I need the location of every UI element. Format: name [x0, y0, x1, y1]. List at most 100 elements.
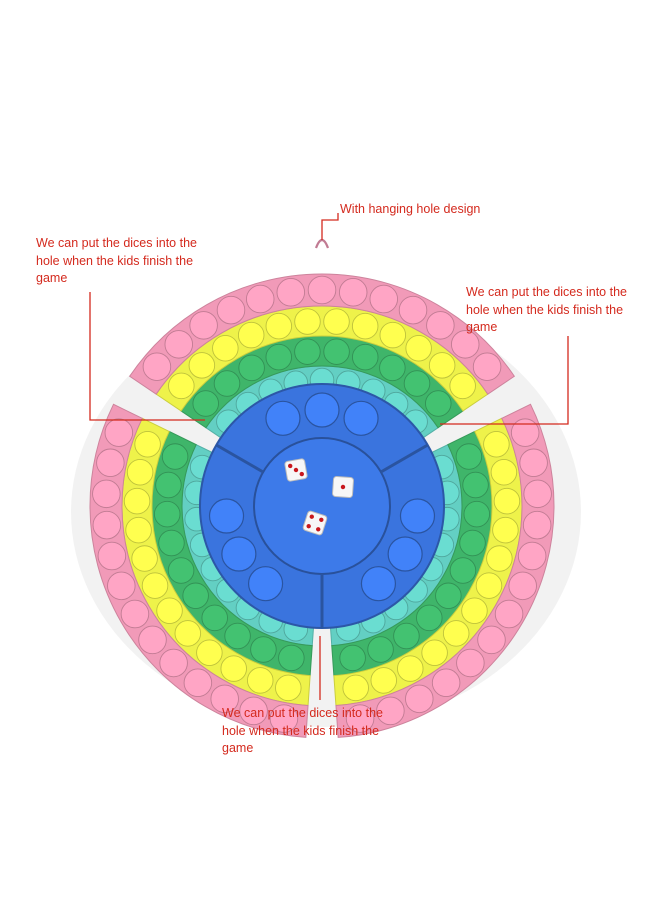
bubble	[379, 321, 407, 349]
bubble	[164, 330, 194, 359]
bubble	[486, 545, 513, 572]
bubble	[483, 430, 510, 458]
bubble	[345, 704, 375, 733]
rainbow-pop-it-board	[71, 238, 581, 738]
die-pip	[309, 514, 314, 519]
bubble	[158, 529, 185, 557]
big-bubble	[221, 536, 257, 572]
die-pip	[340, 484, 346, 490]
bubble	[351, 312, 379, 340]
bubble	[275, 674, 302, 702]
hanging-loop	[314, 238, 330, 249]
bubble	[92, 510, 122, 540]
bubble	[405, 335, 432, 362]
petal-top	[128, 273, 516, 445]
bubble	[237, 321, 265, 349]
bubble	[212, 335, 239, 362]
bubble	[456, 648, 485, 678]
bubble	[138, 625, 167, 655]
divider-ridge	[215, 443, 264, 474]
big-bubble	[304, 392, 340, 428]
die	[332, 476, 354, 498]
bubble	[338, 278, 368, 307]
dice-tray	[253, 437, 391, 575]
bubble	[449, 372, 476, 400]
hanging-hole-leader	[321, 213, 339, 240]
bubble	[213, 370, 241, 397]
bubble	[492, 516, 519, 544]
bubble	[126, 459, 154, 486]
big-bubble	[399, 498, 436, 534]
bubble	[323, 308, 350, 335]
bubble	[153, 500, 181, 528]
die	[284, 458, 308, 482]
bubble	[403, 370, 431, 397]
bubble	[519, 448, 548, 478]
bubble	[245, 284, 275, 314]
right-note-leader	[440, 336, 569, 425]
bubble	[517, 541, 547, 571]
bubble	[475, 572, 503, 599]
bubble	[416, 604, 443, 632]
bubble	[370, 667, 398, 694]
big-bubble	[343, 400, 379, 436]
bubble	[134, 430, 161, 458]
left-note-leader	[89, 292, 205, 421]
bubble	[397, 655, 424, 682]
bubble	[367, 636, 394, 663]
hanging-hole-label: With hanging hole design	[340, 202, 481, 216]
bubble	[201, 604, 228, 632]
bubble	[183, 668, 213, 698]
bubble	[92, 479, 121, 509]
bubble	[339, 644, 366, 672]
bubble	[104, 418, 134, 447]
ring-right-pink	[335, 403, 555, 738]
die-pip	[306, 524, 311, 529]
die-pip	[319, 517, 324, 522]
bubble	[192, 390, 219, 417]
die-pip	[288, 463, 293, 469]
annotation-leader-lines	[89, 213, 569, 700]
bubble	[307, 275, 337, 305]
bubble	[379, 354, 406, 382]
bubble	[435, 582, 462, 610]
bubble	[276, 278, 306, 307]
die-face	[302, 510, 328, 536]
bubble	[216, 295, 246, 325]
center-blue-area	[199, 383, 445, 629]
bubble	[494, 599, 524, 629]
bubble	[431, 668, 461, 698]
bubble	[449, 557, 477, 584]
bubble	[428, 352, 456, 379]
bubble	[265, 312, 293, 340]
bubble	[220, 655, 247, 682]
bubble	[224, 622, 251, 650]
bubble	[189, 311, 218, 340]
bubble	[455, 443, 483, 470]
bubble	[182, 582, 209, 610]
bubble	[246, 667, 274, 694]
bubble	[174, 620, 202, 647]
die-pip	[299, 471, 304, 477]
petal-right	[329, 403, 555, 738]
bubble	[461, 597, 488, 625]
bubble	[161, 443, 189, 470]
big-bubble	[360, 566, 397, 602]
bubble	[156, 597, 183, 625]
bubble	[141, 572, 169, 599]
die-pip	[293, 467, 299, 473]
bubble	[196, 639, 223, 667]
bubble	[250, 636, 277, 663]
bubble	[167, 557, 195, 584]
bubble	[462, 471, 489, 499]
bubble	[459, 529, 486, 557]
bubble	[131, 545, 158, 572]
bubble	[398, 295, 428, 325]
bubble	[323, 338, 350, 365]
bubble	[493, 487, 521, 515]
left-dice-hole-label: We can put the dices into the hole when …	[36, 236, 197, 285]
bubble	[155, 471, 182, 499]
bubble	[376, 696, 405, 726]
bubble	[510, 418, 540, 447]
bubble	[369, 284, 399, 314]
